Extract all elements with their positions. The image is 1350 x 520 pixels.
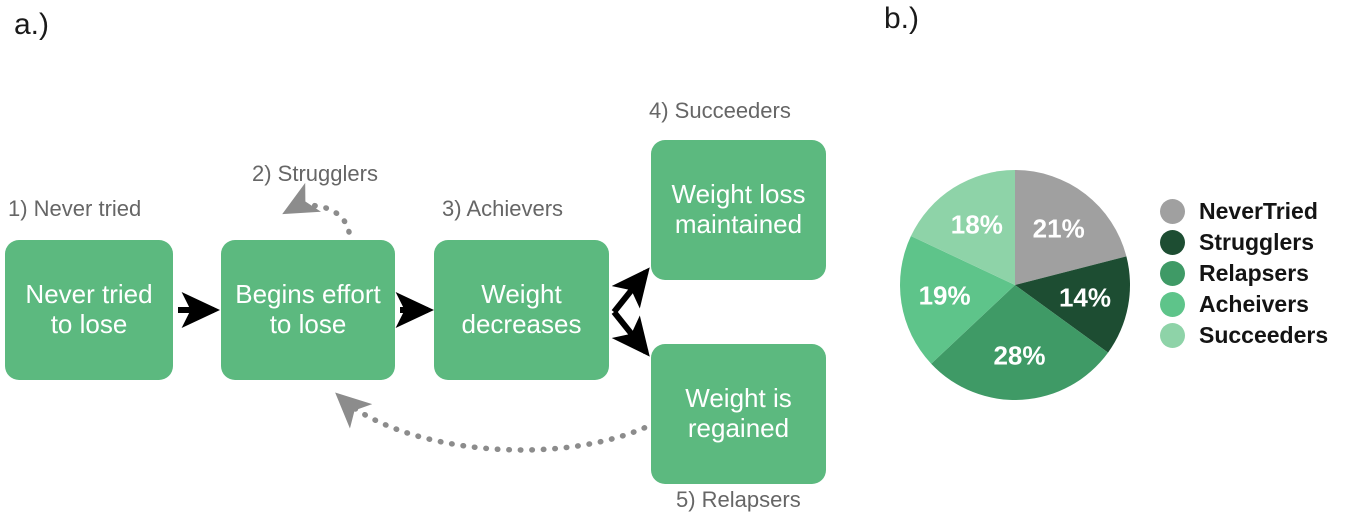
step-label-succeeders: 4) Succeeders [649, 98, 791, 123]
legend-swatch-icon [1160, 230, 1185, 255]
flow-box-never-tried: Never tried to lose [5, 240, 173, 380]
dotted-arrow-strugglers-loop [282, 182, 352, 235]
pie-slice-percent-label: 28% [993, 340, 1046, 371]
panel-label-a: a.) [14, 8, 50, 41]
legend-item[interactable]: Succeeders [1160, 320, 1328, 351]
legend-item[interactable]: Strugglers [1160, 227, 1328, 258]
legend-swatch-icon [1160, 261, 1185, 286]
flow-box-weight-decreases: Weight decreases [434, 240, 609, 380]
legend-label: Acheivers [1199, 291, 1309, 317]
legend-item[interactable]: Relapsers [1160, 258, 1328, 289]
step-label-strugglers: 2) Strugglers [252, 161, 378, 186]
legend-label: Strugglers [1199, 229, 1315, 255]
flow-box-weight-loss-maintained: Weight loss maintained [651, 140, 826, 280]
step-label-relapsers: 5) Relapsers [676, 487, 801, 512]
legend-item[interactable]: NeverTried [1160, 196, 1328, 227]
legend-swatch-icon [1160, 323, 1185, 348]
legend-label: Succeeders [1199, 322, 1329, 348]
legend-item[interactable]: Acheivers [1160, 289, 1328, 320]
legend-swatch-icon [1160, 199, 1185, 224]
panel-label-b: b.) [884, 2, 920, 35]
arrow-box3-to-box4 [611, 267, 650, 314]
legend-label: NeverTried [1199, 198, 1318, 224]
pie-slice-percent-label: 18% [950, 209, 1003, 240]
pie-slice-percent-label: 14% [1058, 282, 1112, 313]
pie-slice-percent-label: 21% [1032, 213, 1085, 244]
flow-box-begins-effort: Begins effort to lose [221, 240, 395, 380]
step-label-never-tried: 1) Never tried [8, 196, 142, 221]
pie-slice-percent-label: 19% [918, 280, 971, 311]
dotted-arrow-relapsers-to-strugglers [335, 392, 658, 453]
step-label-achievers: 3) Achievers [442, 196, 564, 221]
flow-box-weight-regained: Weight is regained [651, 344, 826, 484]
legend-swatch-icon [1160, 292, 1185, 317]
arrow-box3-to-box5 [611, 310, 650, 357]
legend-label: Relapsers [1199, 260, 1309, 286]
